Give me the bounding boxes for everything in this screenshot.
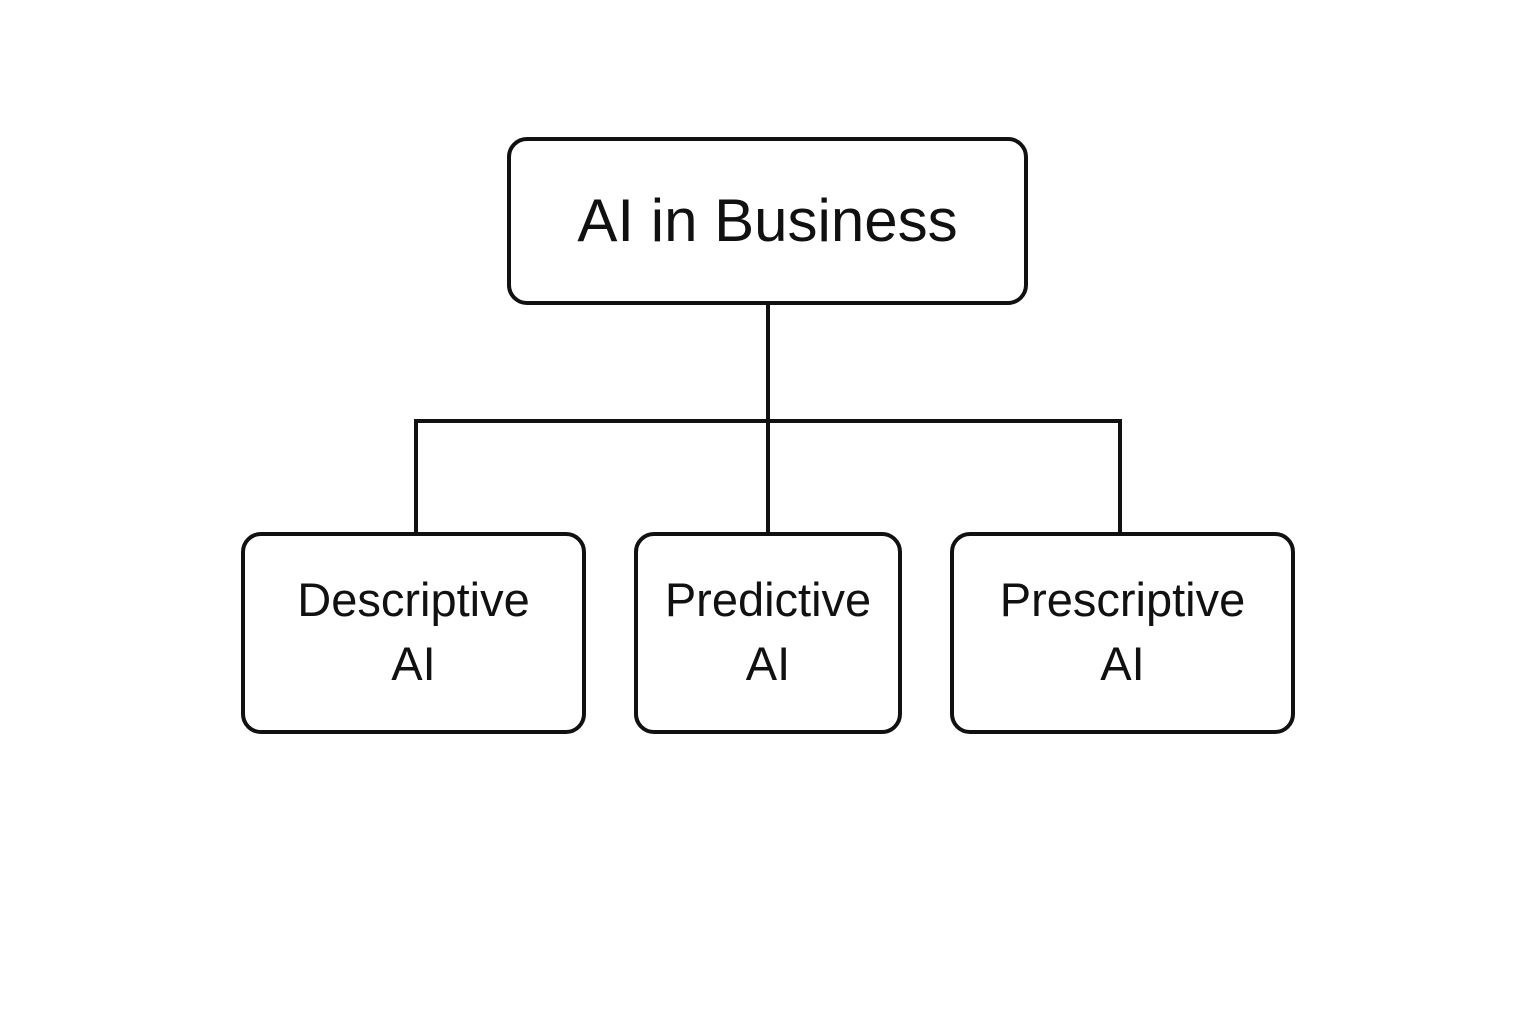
child-node-prescriptive: Prescriptive AI bbox=[950, 532, 1295, 734]
child-label-prescriptive: Prescriptive AI bbox=[1000, 568, 1246, 696]
child-label-line1: Predictive bbox=[664, 573, 872, 626]
child-label-line1: Prescriptive bbox=[999, 573, 1246, 626]
child-node-predictive: Predictive AI bbox=[634, 532, 902, 734]
child-label-line2: AI bbox=[1100, 637, 1145, 690]
child-node-descriptive: Descriptive AI bbox=[241, 532, 586, 734]
child-label-predictive: Predictive AI bbox=[665, 568, 871, 696]
child-label-line2: AI bbox=[391, 637, 436, 690]
root-node: AI in Business bbox=[507, 137, 1028, 305]
child-label-line1: Descriptive bbox=[297, 573, 530, 626]
root-label: AI in Business bbox=[577, 187, 958, 254]
child-label-line2: AI bbox=[745, 637, 791, 690]
child-label-descriptive: Descriptive AI bbox=[297, 568, 529, 696]
